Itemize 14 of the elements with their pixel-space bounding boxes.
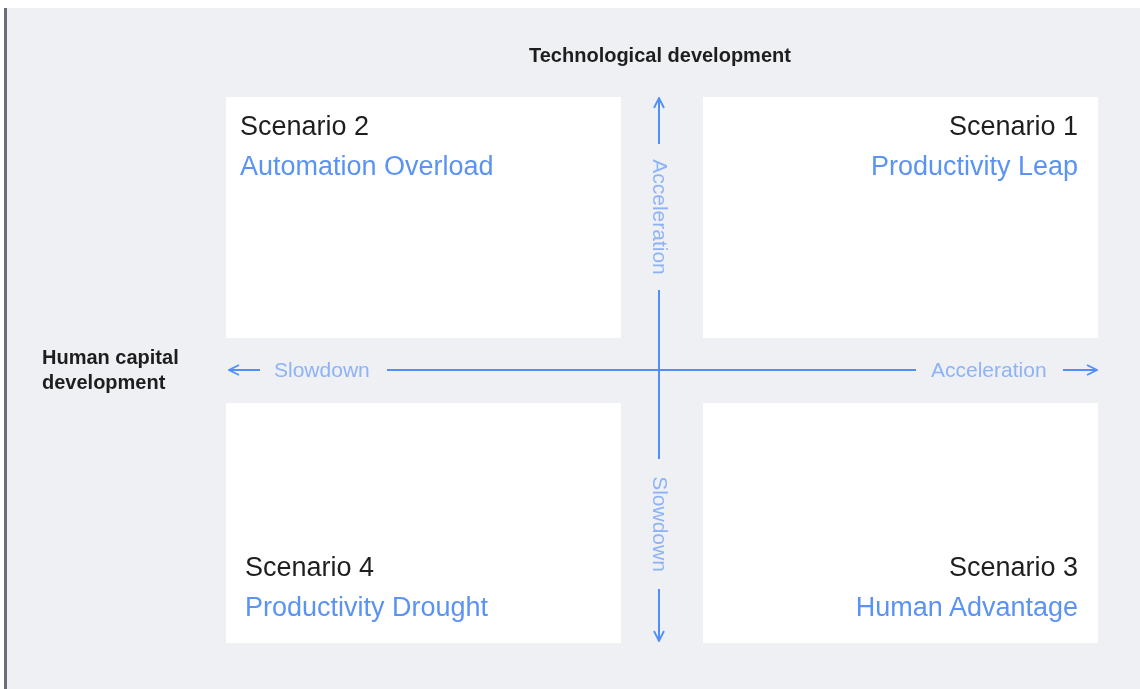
scenario-title: Human Advantage	[855, 591, 1078, 624]
scenario-title: Productivity Leap	[870, 150, 1078, 183]
axis-label: Slowdown	[274, 358, 370, 382]
scenario-number: Scenario 1	[948, 110, 1078, 143]
scenario-number: Scenario 2	[240, 110, 370, 143]
scenario-title: Productivity Drought	[245, 591, 489, 624]
axis-label: Acceleration	[647, 159, 672, 275]
scenario-number: Scenario 3	[948, 551, 1078, 584]
axis-label: Acceleration	[931, 358, 1047, 382]
scenario-title: Automation Overload	[240, 150, 494, 183]
scenario-number: Scenario 4	[245, 551, 375, 584]
axis-title: Technological development	[529, 42, 791, 68]
axis-title: Human capital development	[42, 345, 180, 395]
axis-label: Slowdown	[647, 476, 672, 572]
